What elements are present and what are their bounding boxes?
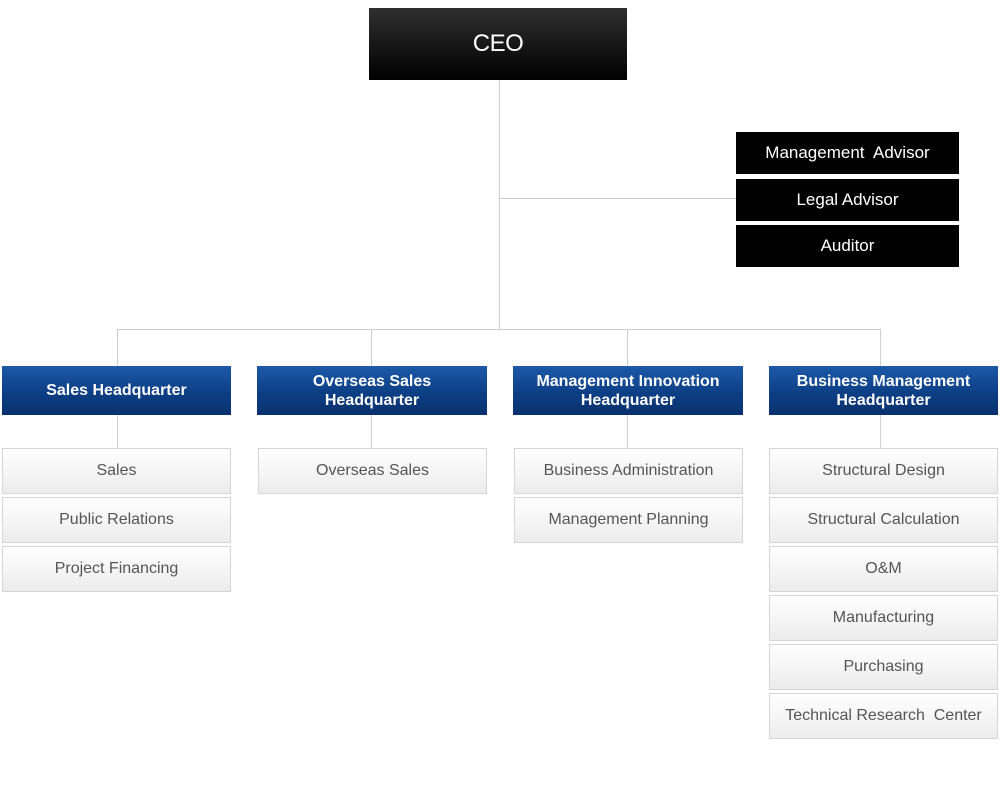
dept-drop-line-2 xyxy=(371,415,372,449)
department-label: Structural Calculation xyxy=(807,511,960,528)
department-label: Public Relations xyxy=(59,511,174,528)
department-box: Sales xyxy=(2,448,231,494)
department-box: Business Administration xyxy=(514,448,743,494)
advisor-box-legal: Legal Advisor xyxy=(736,179,959,221)
department-box: Overseas Sales xyxy=(258,448,487,494)
department-box: Structural Design xyxy=(769,448,998,494)
department-label: Management Planning xyxy=(548,511,709,528)
department-box: Public Relations xyxy=(2,497,231,543)
hq-drop-line-4 xyxy=(880,329,881,366)
headquarter-label: Overseas Sales Headquarter xyxy=(312,372,432,409)
headquarter-bus-line xyxy=(117,329,881,330)
department-box: Manufacturing xyxy=(769,595,998,641)
ceo-box: CEO xyxy=(369,8,627,80)
hq-drop-line-1 xyxy=(117,329,118,366)
headquarter-management-innovation: Management Innovation Headquarter xyxy=(513,366,743,415)
department-box: Project Financing xyxy=(2,546,231,592)
ceo-trunk-line xyxy=(499,80,500,330)
department-label: O&M xyxy=(865,560,902,577)
ceo-label: CEO xyxy=(472,30,524,57)
dept-drop-line-3 xyxy=(627,415,628,449)
headquarter-label: Management Innovation Headquarter xyxy=(536,372,720,409)
department-box: Structural Calculation xyxy=(769,497,998,543)
advisor-label: Legal Advisor xyxy=(796,190,899,209)
headquarter-overseas-sales: Overseas Sales Headquarter xyxy=(257,366,487,415)
hq-drop-line-2 xyxy=(371,329,372,366)
hq-drop-line-3 xyxy=(627,329,628,366)
advisor-label: Management Advisor xyxy=(765,143,930,162)
department-label: Business Administration xyxy=(543,462,714,479)
headquarter-label: Business Management Headquarter xyxy=(796,372,971,409)
advisor-branch-line xyxy=(499,198,736,199)
department-label: Purchasing xyxy=(843,658,924,675)
headquarter-business-management: Business Management Headquarter xyxy=(769,366,998,415)
advisor-box-management: Management Advisor xyxy=(736,132,959,174)
headquarter-label: Sales Headquarter xyxy=(46,382,187,399)
department-label: Sales xyxy=(96,462,137,479)
department-box: Purchasing xyxy=(769,644,998,690)
department-box: Technical Research Center xyxy=(769,693,998,739)
department-label: Structural Design xyxy=(822,462,945,479)
dept-drop-line-4 xyxy=(880,415,881,449)
department-label: Project Financing xyxy=(54,560,179,577)
department-box: Management Planning xyxy=(514,497,743,543)
department-label: Manufacturing xyxy=(832,609,935,626)
advisor-label: Auditor xyxy=(820,236,875,255)
department-label: Technical Research Center xyxy=(785,707,982,724)
department-label: Overseas Sales xyxy=(316,462,429,479)
advisor-box-auditor: Auditor xyxy=(736,225,959,267)
headquarter-sales: Sales Headquarter xyxy=(2,366,231,415)
department-box: O&M xyxy=(769,546,998,592)
dept-drop-line-1 xyxy=(117,415,118,449)
